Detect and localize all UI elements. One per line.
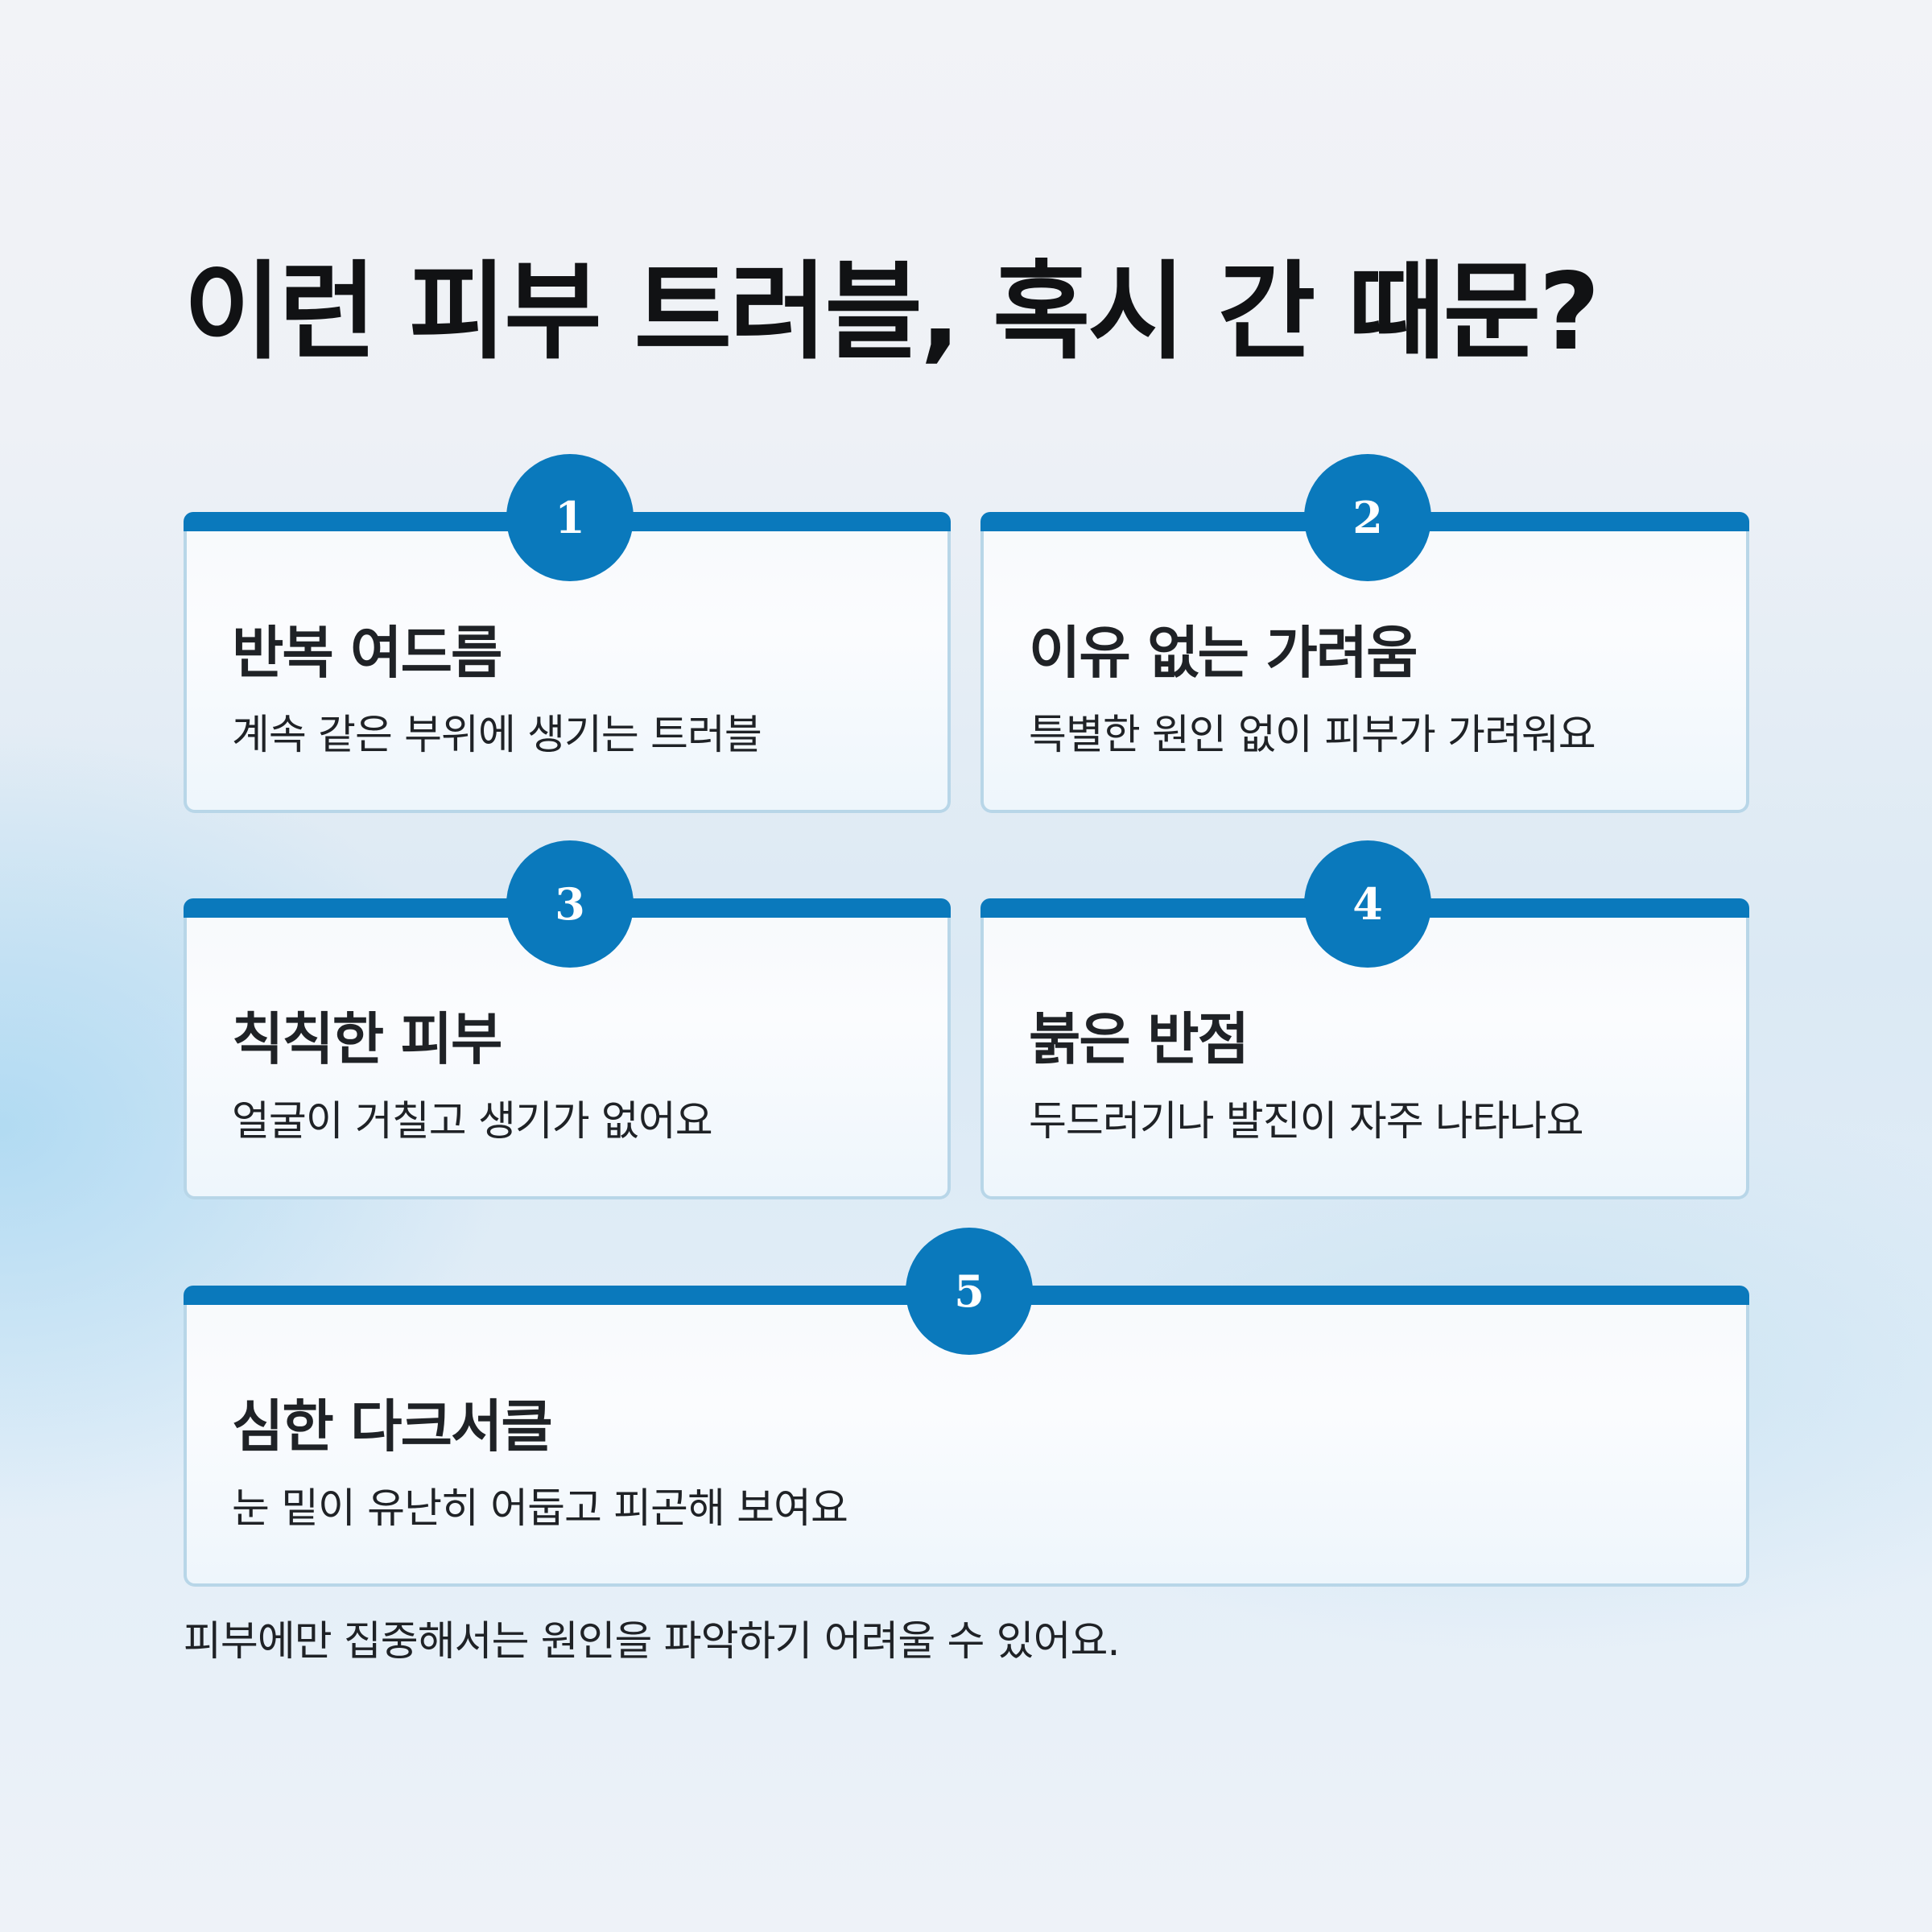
- card-description: 얼굴이 거칠고 생기가 없어요: [232, 1098, 713, 1146]
- card-description: 두드러기나 발진이 자주 나타나요: [1029, 1098, 1584, 1146]
- number-badge: 5: [906, 1228, 1033, 1355]
- footnote: 피부에만 집중해서는 원인을 파악하기 어려울 수 있어요.: [184, 1618, 1121, 1666]
- symptom-card-1: 1 반복 여드름 계속 같은 부위에 생기는 트러블: [184, 454, 951, 813]
- symptom-card-2: 2 이유 없는 가려움 특별한 원인 없이 피부가 가려워요: [980, 454, 1749, 813]
- card-description: 눈 밑이 유난히 어둡고 피곤해 보여요: [232, 1485, 848, 1533]
- number-badge: 1: [506, 454, 634, 581]
- card-title: 심한 다크서클: [232, 1393, 553, 1459]
- card-title: 반복 여드름: [232, 620, 502, 686]
- number-badge: 2: [1304, 454, 1431, 581]
- symptom-card-5: 5 심한 다크서클 눈 밑이 유난히 어둡고 피곤해 보여요: [184, 1228, 1749, 1587]
- page-title: 이런 피부 트러블, 혹시 간 때문?: [184, 250, 1600, 374]
- card-title: 칙칙한 피부: [232, 1006, 502, 1072]
- number-badge: 4: [1304, 840, 1431, 968]
- card-title: 이유 없는 가려움: [1029, 620, 1418, 686]
- card-title: 붉은 반점: [1029, 1006, 1249, 1072]
- number-badge: 3: [506, 840, 634, 968]
- card-description: 계속 같은 부위에 생기는 트러블: [232, 712, 762, 759]
- symptom-card-4: 4 붉은 반점 두드러기나 발진이 자주 나타나요: [980, 840, 1749, 1199]
- symptom-card-3: 3 칙칙한 피부 얼굴이 거칠고 생기가 없어요: [184, 840, 951, 1199]
- card-description: 특별한 원인 없이 피부가 가려워요: [1029, 712, 1596, 759]
